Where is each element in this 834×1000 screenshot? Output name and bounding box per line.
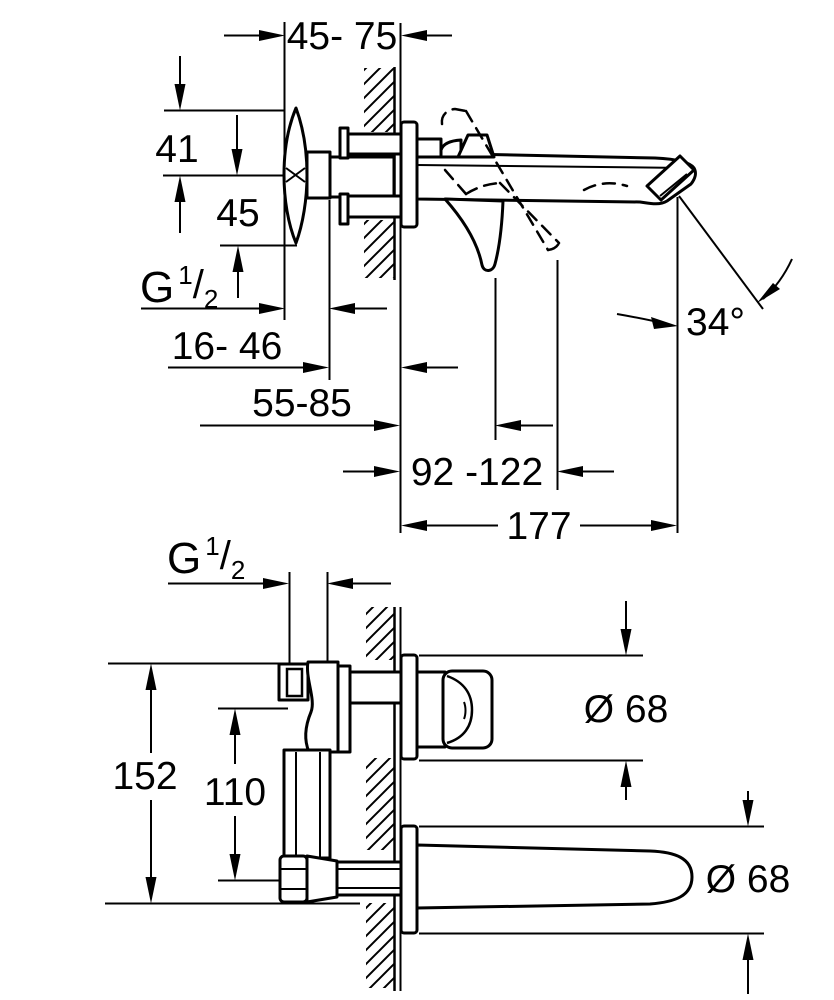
wall-section-bottom (366, 607, 402, 991)
rough-in-body (277, 660, 405, 904)
dim-55-85-label: 55-85 (252, 382, 352, 425)
thread-slash: / (193, 263, 205, 307)
escutcheon-lower (399, 824, 419, 935)
spout (415, 133, 697, 206)
wall-hatch (364, 68, 394, 132)
dimension-rosette-upper: Ø 68 (419, 601, 668, 800)
extension-lines-bottom (105, 572, 360, 905)
dim-16-46-label: 16- 46 (172, 325, 283, 368)
knob-inner-arc (446, 674, 474, 745)
spout-bottom-view (415, 843, 694, 910)
thread-denominator: 2 (204, 284, 218, 314)
dimension-body-height: 152 (112, 663, 178, 904)
body-block (328, 155, 396, 199)
lever-open-dashed (440, 107, 629, 252)
dimension-rosette-lower: Ø 68 (419, 791, 790, 994)
disc-crease (285, 167, 306, 183)
dia-68-lower-label: Ø 68 (706, 858, 791, 901)
knob-stem (415, 670, 447, 749)
dim-92-122-label: 92 -122 (411, 451, 543, 494)
upper-pipe (346, 132, 403, 156)
cartridge-hub (305, 150, 332, 200)
wall-hatch (366, 903, 394, 988)
lever-closed (443, 197, 505, 272)
dimension-height-bottom: 45 (216, 115, 260, 298)
hex-union-nut (278, 854, 309, 904)
dimension-wall-to-handle: 16- 46 (168, 325, 458, 373)
dimension-depth: 45- 75 (224, 15, 452, 58)
aerator (645, 154, 696, 202)
thread-prefix: G (167, 534, 201, 583)
dim-152-label: 152 (112, 755, 177, 798)
cartridge-cover (456, 133, 496, 159)
wall-hatch (366, 758, 394, 850)
dim-110-label: 110 (204, 771, 266, 814)
dim-45-label: 45 (216, 192, 259, 235)
casting (304, 660, 340, 754)
aerator-face-line (659, 173, 688, 197)
thread-slash: / (220, 534, 232, 578)
thread-numerator: 1 (205, 531, 219, 561)
dia-68-upper-label: Ø 68 (584, 688, 669, 731)
escutcheon-upper (399, 653, 419, 761)
dimension-height-top: 41 (155, 56, 199, 233)
dimension-spout-reach: 177 (401, 505, 677, 548)
dimension-lever-closed: 55-85 (200, 382, 553, 431)
handle-base (415, 137, 443, 159)
thread-prefix: G (140, 263, 174, 312)
dim-177-label: 177 (506, 505, 571, 548)
thread-denominator: 2 (231, 555, 245, 585)
lower-pipe (346, 194, 403, 219)
spout-top-inner-line (416, 164, 688, 169)
concealed-body (282, 106, 403, 245)
upper-connection-pipe (348, 670, 405, 705)
escutcheon-plate (399, 120, 419, 229)
dim-depth-label: 45- 75 (287, 15, 398, 58)
knob-inner-line (463, 701, 467, 720)
top-fitting-nut (285, 667, 304, 698)
lower-connection-pipe (335, 860, 403, 897)
knob-body (441, 669, 494, 750)
handle-base-fillet (439, 138, 463, 159)
dimension-spout-angle: 34° (616, 195, 793, 344)
body-column (282, 748, 332, 860)
dimension-lever-open: 92 -122 (343, 451, 614, 494)
dim-angle-label: 34° (686, 301, 745, 344)
wall-section-top (364, 23, 402, 533)
mounting-plate (336, 664, 352, 754)
cone-collar (305, 854, 339, 904)
dimension-port-distance: 110 (204, 708, 266, 881)
thread-numerator: 1 (178, 260, 192, 290)
dim-41-label: 41 (155, 128, 198, 171)
wall-hatch (364, 220, 394, 278)
wall-hatch (366, 607, 394, 660)
handle-knob (415, 669, 494, 750)
